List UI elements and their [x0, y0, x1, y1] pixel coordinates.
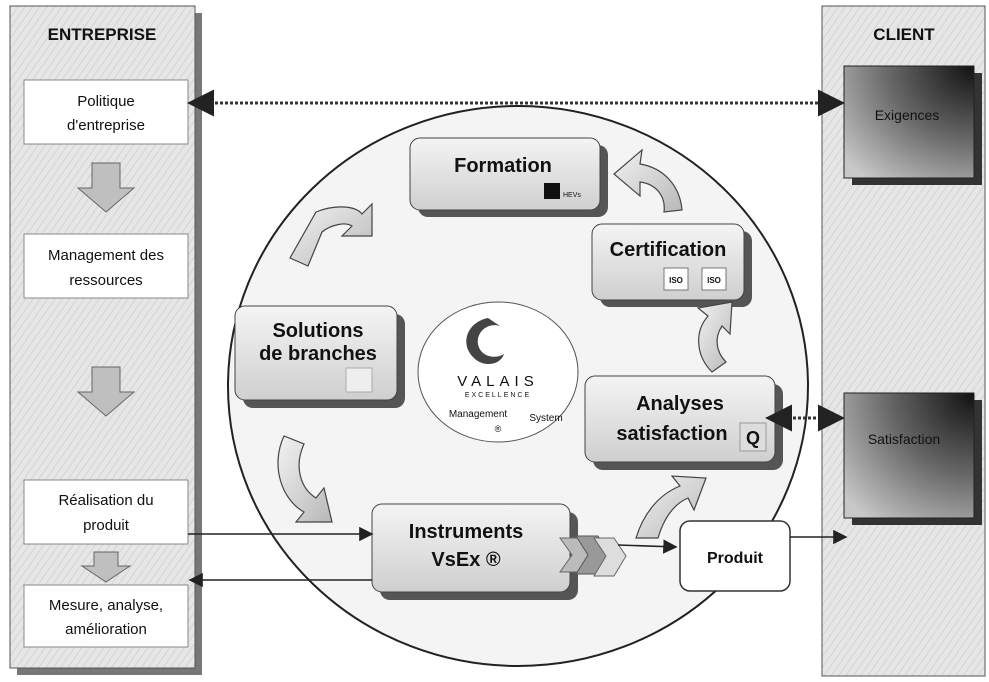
- curved-arrow-instruments-analyses: [635, 475, 707, 539]
- instruments-line1: Instruments: [409, 521, 523, 543]
- certification-box: Certification ISO ISO: [591, 223, 752, 307]
- hevs-logo-text: HEVs: [563, 192, 581, 199]
- solutions-line2: de branches: [259, 343, 377, 365]
- instruments-line2: VsEx ®: [431, 549, 500, 571]
- iso-logo-icon: ISO ISO: [663, 267, 727, 291]
- curved-arrow-formation-solutions: [289, 202, 373, 267]
- client-title: CLIENT: [873, 25, 935, 44]
- valais-subtitle: EXCELLENCE: [465, 392, 531, 399]
- down-arrow-1: [76, 162, 136, 213]
- box-mesure-line1: Mesure, analyse,: [49, 597, 163, 614]
- analyses-line2: satisfaction: [616, 423, 727, 445]
- entreprise-title: ENTREPRISE: [48, 25, 157, 44]
- satisfaction-label: Satisfaction: [868, 431, 940, 447]
- produit-label: Produit: [707, 550, 764, 567]
- formation-box: Formation HEVs: [409, 137, 608, 217]
- exigences-label: Exigences: [875, 107, 940, 123]
- analyses-box: Analyses satisfaction Q: [584, 375, 783, 470]
- curved-arrow-solutions-instruments: [277, 435, 333, 523]
- box-realisation-produit: Réalisation du produit: [23, 479, 189, 545]
- system-label: System: [529, 413, 562, 424]
- box-management-line1: Management des: [48, 247, 164, 264]
- client-column: CLIENT Exigences Satisfaction: [821, 5, 986, 677]
- iso-logo-2-text: ISO: [707, 276, 721, 285]
- down-arrow-2: [76, 366, 136, 417]
- exigences-box: Exigences: [843, 65, 982, 185]
- formation-label: Formation: [454, 155, 552, 177]
- certification-label: Certification: [610, 239, 727, 261]
- box-realisation-line1: Réalisation du: [58, 492, 153, 509]
- produit-box: Produit: [679, 520, 791, 592]
- box-mesure-line2: amélioration: [65, 621, 147, 638]
- entreprise-column: ENTREPRISE Politique d'entreprise Manage…: [9, 5, 202, 675]
- branches-thumbnail-icon: [345, 367, 373, 393]
- iso-logo-1-text: ISO: [669, 276, 683, 285]
- box-mesure-analyse: Mesure, analyse, amélioration: [23, 584, 189, 648]
- satisfaction-box: Satisfaction: [843, 392, 982, 525]
- valais-excellence-logo: VALAIS EXCELLENCE Management System ®: [417, 301, 579, 443]
- box-realisation-line2: produit: [83, 517, 130, 534]
- instruments-box: Instruments VsEx ®: [371, 503, 627, 600]
- registered-mark: ®: [495, 424, 502, 434]
- solutions-box: Solutions de branches: [234, 305, 405, 408]
- valais-brand: VALAIS: [457, 373, 538, 390]
- valais-swirl-icon: [466, 318, 504, 365]
- curved-arrow-analyses-certification: [696, 301, 733, 373]
- solutions-line1: Solutions: [272, 320, 363, 342]
- box-politique-line1: Politique: [77, 93, 135, 110]
- chevrons-icon: [559, 535, 627, 577]
- box-politique: Politique d'entreprise: [23, 79, 189, 145]
- q-logo-text: Q: [746, 428, 760, 448]
- curved-arrow-certification-formation: [613, 148, 683, 213]
- box-politique-line2: d'entreprise: [67, 117, 145, 134]
- box-management-line2: ressources: [69, 272, 142, 289]
- analyses-line1: Analyses: [636, 393, 724, 415]
- q-logo-icon: Q: [739, 422, 767, 452]
- box-management-ressources: Management des ressources: [23, 233, 189, 299]
- hevs-logo-icon: [544, 183, 560, 199]
- instruments-produit-arrow: [617, 539, 678, 554]
- management-label: Management: [449, 409, 508, 420]
- cycle-arrows: [277, 148, 733, 539]
- down-arrow-3: [80, 551, 132, 583]
